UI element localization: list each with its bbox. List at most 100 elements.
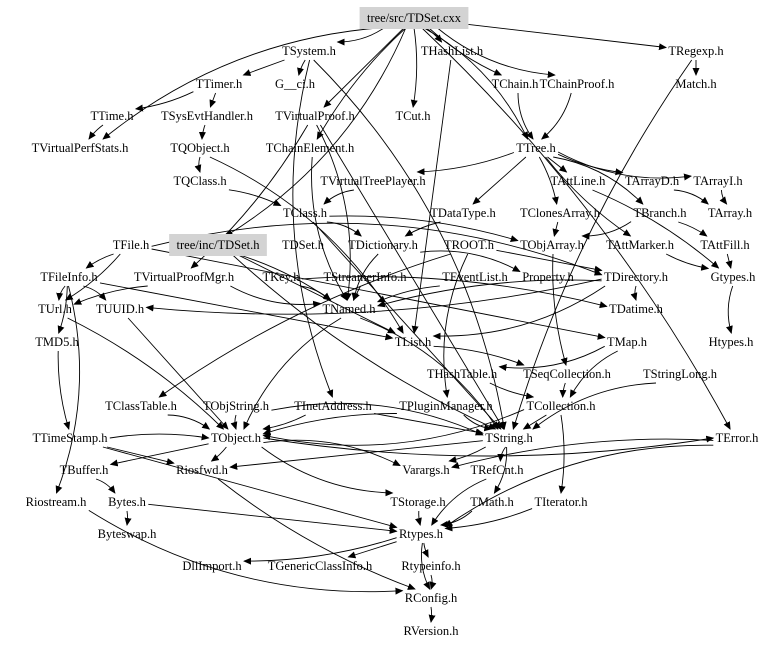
node-tclass-h[interactable]: TClass.h — [283, 206, 328, 220]
node-tclonesarray-h[interactable]: TClonesArray.h — [520, 206, 601, 220]
node-tree-src-tdset-cxx[interactable]: tree/src/TDSet.cxx — [359, 7, 469, 29]
node-thashlist-h[interactable]: THashList.h — [421, 44, 484, 58]
node-tvirtualproofmgr-h[interactable]: TVirtualProofMgr.h — [134, 270, 235, 284]
edge-tclass-h-to-tobjarray-h — [329, 215, 519, 242]
node-highlight-box — [359, 7, 469, 29]
node-tobjstring-h[interactable]: TObjString.h — [203, 399, 270, 413]
node-label: TInetAddress.h — [294, 399, 372, 413]
node-tgenericclassinfo-h[interactable]: TGenericClassInfo.h — [268, 559, 373, 573]
node-tarray-h[interactable]: TArray.h — [708, 206, 753, 220]
node-tarrayi-h[interactable]: TArrayI.h — [693, 174, 743, 188]
node-tnamed-h[interactable]: TNamed.h — [322, 302, 376, 316]
edge-tfileinfo-h-to-riostream-h — [55, 285, 81, 494]
node-troot-h[interactable]: TROOT.h — [444, 238, 495, 252]
node-tregexp-h[interactable]: TRegexp.h — [668, 44, 724, 58]
node-tchainproof-h[interactable]: TChainProof.h — [540, 77, 615, 91]
edge-tree-src-tdset-cxx-to-tsystem-h — [336, 26, 386, 46]
node-tfileinfo-h[interactable]: TFileInfo.h — [40, 270, 98, 284]
node-tchain-h[interactable]: TChain.h — [492, 77, 540, 91]
node-rtypeinfo-h[interactable]: Rtypeinfo.h — [401, 559, 461, 573]
node-tfile-h[interactable]: TFile.h — [113, 238, 150, 252]
node-tdset-h[interactable]: TDSet.h — [282, 238, 325, 252]
node-tattmarker-h[interactable]: TAttMarker.h — [606, 238, 675, 252]
edge-ttree-h-to-tclonesarray-h — [538, 156, 559, 205]
node-riosfwd-h[interactable]: Riosfwd.h — [176, 463, 228, 477]
node-label: Bytes.h — [108, 495, 147, 509]
edge-tmap-h-to-tcollection-h — [569, 350, 618, 398]
node-tcollection-h[interactable]: TCollection.h — [526, 399, 596, 413]
node-tree-inc-tdset-h[interactable]: tree/inc/TDSet.h — [169, 234, 267, 256]
node-tstring-h[interactable]: TString.h — [485, 431, 533, 445]
node-trefcnt-h[interactable]: TRefCnt.h — [470, 463, 524, 477]
node-tbuffer-h[interactable]: TBuffer.h — [60, 463, 109, 477]
node-gtypes-h[interactable]: Gtypes.h — [711, 270, 757, 284]
node-property-h[interactable]: Property.h — [522, 270, 574, 284]
node-match-h[interactable]: Match.h — [675, 77, 717, 91]
node-dllimport-h[interactable]: DllImport.h — [182, 559, 242, 573]
node-tstorage-h[interactable]: TStorage.h — [390, 495, 446, 509]
node-tattfill-h[interactable]: TAttFill.h — [700, 238, 750, 252]
node-tuuid-h[interactable]: TUUID.h — [96, 302, 145, 316]
edge-rtypes-h-to-tgenericclassinfo-h — [347, 541, 397, 559]
edge-troot-h-to-tclasstable-h — [158, 253, 451, 398]
node-titerator-h[interactable]: TIterator.h — [534, 495, 588, 509]
node-tmd5-h[interactable]: TMD5.h — [35, 335, 79, 349]
node-tlist-h[interactable]: TList.h — [395, 335, 432, 349]
node-label: TDirectory.h — [604, 270, 669, 284]
node-tkey-h[interactable]: TKey.h — [262, 270, 300, 284]
node-terror-h[interactable]: TError.h — [716, 431, 759, 445]
node-tseqcollection-h[interactable]: TSeqCollection.h — [523, 367, 612, 381]
node-label: TMap.h — [607, 335, 648, 349]
edge-thashlist-h-to-tlist-h — [411, 59, 452, 334]
node-tinetaddress-h[interactable]: TInetAddress.h — [294, 399, 372, 413]
node-tchainelement-h[interactable]: TChainElement.h — [266, 141, 355, 155]
node-tdatime-h[interactable]: TDatime.h — [609, 302, 664, 316]
edge-tree-src-tdset-cxx-to-tchainproof-h — [435, 26, 556, 78]
node-g-ci-h[interactable]: G__ci.h — [275, 77, 316, 91]
edge-tstring-h-to-riosfwd-h — [229, 440, 483, 470]
node-tobjarray-h[interactable]: TObjArray.h — [520, 238, 585, 252]
node-rversion-h[interactable]: RVersion.h — [404, 624, 460, 638]
node-tvirtualtreeplayer-h[interactable]: TVirtualTreePlayer.h — [320, 174, 426, 188]
node-tmath-h[interactable]: TMath.h — [470, 495, 514, 509]
node-ttimestamp-h[interactable]: TTimeStamp.h — [33, 431, 109, 445]
node-tmap-h[interactable]: TMap.h — [607, 335, 648, 349]
node-ttimer-h[interactable]: TTimer.h — [196, 77, 243, 91]
node-tdictionary-h[interactable]: TDictionary.h — [348, 238, 418, 252]
node-tarrayd-h[interactable]: TArrayD.h — [625, 174, 680, 188]
node-label: TFileInfo.h — [40, 270, 98, 284]
node-tobject-h[interactable]: TObject.h — [211, 431, 262, 445]
node-turl-h[interactable]: TUrl.h — [38, 302, 72, 316]
node-tattline-h[interactable]: TAttLine.h — [551, 174, 607, 188]
node-teventlist-h[interactable]: TEventList.h — [442, 270, 508, 284]
node-tqclass-h[interactable]: TQClass.h — [173, 174, 227, 188]
node-bytes-h[interactable]: Bytes.h — [108, 495, 147, 509]
node-ttree-h[interactable]: TTree.h — [516, 141, 556, 155]
node-thashtable-h[interactable]: THashTable.h — [427, 367, 498, 381]
node-tqobject-h[interactable]: TQObject.h — [170, 141, 230, 155]
node-tclasstable-h[interactable]: TClassTable.h — [105, 399, 177, 413]
node-rtypes-h[interactable]: Rtypes.h — [399, 527, 444, 541]
node-tvirtualperfstats-h[interactable]: TVirtualPerfStats.h — [32, 141, 130, 155]
node-byteswap-h[interactable]: Byteswap.h — [98, 527, 157, 541]
node-tbranch-h[interactable]: TBranch.h — [633, 206, 687, 220]
node-tsystem-h[interactable]: TSystem.h — [282, 44, 337, 58]
node-label: TArrayD.h — [625, 174, 680, 188]
node-tpluginmanager-h[interactable]: TPluginManager.h — [399, 399, 493, 413]
node-tstringlong-h[interactable]: TStringLong.h — [643, 367, 718, 381]
node-htypes-h[interactable]: Htypes.h — [709, 335, 755, 349]
node-varargs-h[interactable]: Varargs.h — [402, 463, 450, 477]
node-tdatatype-h[interactable]: TDataType.h — [430, 206, 496, 220]
edge-tcollection-h-to-tstring-h — [522, 414, 547, 430]
node-tcut-h[interactable]: TCut.h — [395, 109, 431, 123]
node-tstreamerinfo-h[interactable]: TStreamerInfo.h — [324, 270, 408, 284]
node-ttime-h[interactable]: TTime.h — [91, 109, 135, 123]
node-tdirectory-h[interactable]: TDirectory.h — [604, 270, 669, 284]
edge-rtypes-h-to-rtypeinfo-h — [421, 542, 429, 558]
edge-ttree-h-to-tattmarker-h — [545, 156, 632, 237]
node-riostream-h[interactable]: Riostream.h — [26, 495, 88, 509]
node-tsysevthandler-h[interactable]: TSysEvtHandler.h — [161, 109, 254, 123]
node-rconfig-h[interactable]: RConfig.h — [405, 591, 458, 605]
node-tvirtualproof-h[interactable]: TVirtualProof.h — [275, 109, 355, 123]
